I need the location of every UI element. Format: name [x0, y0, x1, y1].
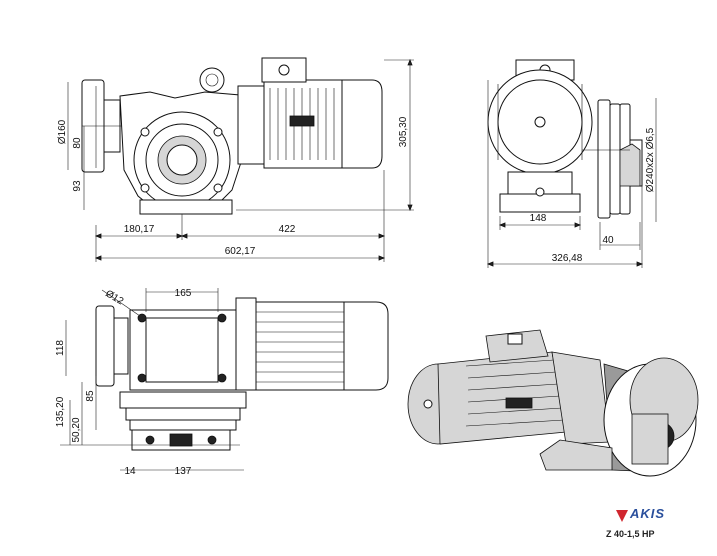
dim-422: 422	[279, 224, 296, 235]
dim-165: 165	[175, 288, 192, 299]
top-view: Ø12 165 118 85 135,20 50,20 14 137	[55, 288, 389, 477]
front-view: Ø160 80 93 305,30 180,17 422 602,17	[57, 57, 414, 262]
dim-80: 80	[72, 137, 83, 149]
dim-180: 180,17	[124, 224, 155, 235]
dim-dia-160: Ø160	[57, 119, 68, 144]
side-view: 148 40 326,48 Ø240x2x Ø6,5	[486, 59, 657, 268]
dim-148: 148	[530, 213, 547, 224]
brand-name: AKIS	[630, 506, 666, 521]
dim-14: 14	[124, 466, 136, 477]
dim-326: 326,48	[552, 253, 583, 264]
dim-85: 85	[85, 390, 96, 402]
dim-118: 118	[55, 340, 66, 356]
dim-93: 93	[72, 180, 83, 192]
dim-305: 305,30	[398, 116, 409, 147]
dim-50: 50,20	[71, 417, 82, 442]
logo-mark	[616, 510, 628, 522]
model-label: Z 40-1,5 HP	[606, 529, 655, 539]
dim-135: 135,20	[55, 396, 66, 427]
akis-logo	[616, 510, 628, 522]
dim-40: 40	[602, 235, 614, 246]
dim-137: 137	[175, 466, 192, 477]
dim-602: 602,17	[225, 246, 256, 257]
dim-dia-12: Ø12	[103, 288, 125, 307]
motor-3d-render	[407, 329, 699, 477]
dim-dia-240: Ø240x2x Ø6,5	[645, 127, 656, 192]
